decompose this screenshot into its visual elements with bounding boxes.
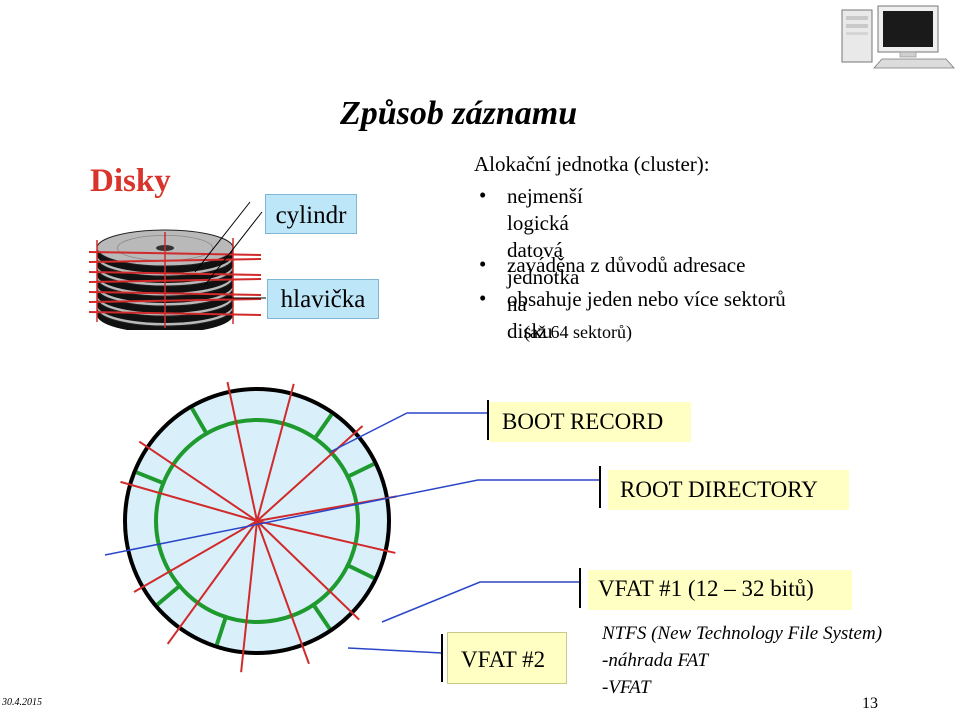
sector-line: [138, 440, 258, 522]
track-ring: [154, 418, 360, 624]
allocation-heading: Alokační jednotka (cluster):: [474, 152, 710, 176]
footer-date: 30.4.2015: [2, 697, 42, 708]
sector-line: [133, 520, 258, 593]
root-directory-box: ROOT DIRECTORY: [608, 470, 849, 510]
root-directory-leader: [104, 479, 600, 556]
disk-stack-icon: [88, 229, 262, 330]
ntfs-line: NTFS (New Technology File System): [602, 623, 883, 644]
ntfs-notes: NTFS (New Technology File System) -náhra…: [602, 620, 882, 701]
ntfs-line: -náhrada FAT: [602, 650, 709, 671]
bullet-marker: •: [479, 252, 487, 276]
sector-line: [226, 381, 258, 522]
sector-tick: [156, 583, 183, 607]
sector-line: [256, 520, 396, 554]
bullet-text: obsahuje jeden nebo více sektorů: [507, 287, 786, 311]
computer-icon: [841, 5, 955, 69]
sector-tick: [312, 413, 334, 442]
vfat2-box: VFAT #2: [447, 632, 567, 684]
sector-tick: [214, 614, 229, 646]
sector-line: [256, 520, 310, 665]
vfat1-leader: [381, 581, 580, 623]
sector-line: [256, 520, 360, 621]
sector-tick: [345, 462, 375, 480]
sector-tick: [345, 562, 375, 580]
cylinder-label: cylindr: [265, 194, 357, 234]
boot-record-leader: [329, 412, 488, 453]
bullet-marker: •: [479, 286, 487, 310]
sector-tick: [310, 601, 332, 630]
boot-record-box: BOOT RECORD: [489, 402, 691, 442]
ntfs-line: -VFAT: [602, 677, 651, 698]
sector-tick: [135, 470, 166, 486]
page-number: 13: [862, 695, 878, 712]
sector-note: (až 64 sektorů): [524, 322, 632, 342]
vfat2-leader: [347, 647, 443, 654]
sector-tick: [190, 407, 210, 437]
sector-line: [166, 520, 258, 645]
sector-line: [256, 383, 295, 522]
sector-line: [256, 425, 364, 522]
section-heading: Disky: [90, 163, 171, 199]
bullet-text: nejmenší logická datová jednotka na disk…: [507, 184, 583, 343]
bullet-marker: •: [479, 183, 487, 207]
head-label: hlavička: [267, 279, 379, 319]
page-title: Způsob záznamu: [340, 95, 578, 132]
vfat1-box: VFAT #1 (12 – 32 bitů): [588, 570, 852, 610]
bullet-text: zaváděna z důvodů adresace: [507, 253, 746, 277]
sector-line: [120, 480, 258, 522]
sector-line: [240, 520, 258, 673]
